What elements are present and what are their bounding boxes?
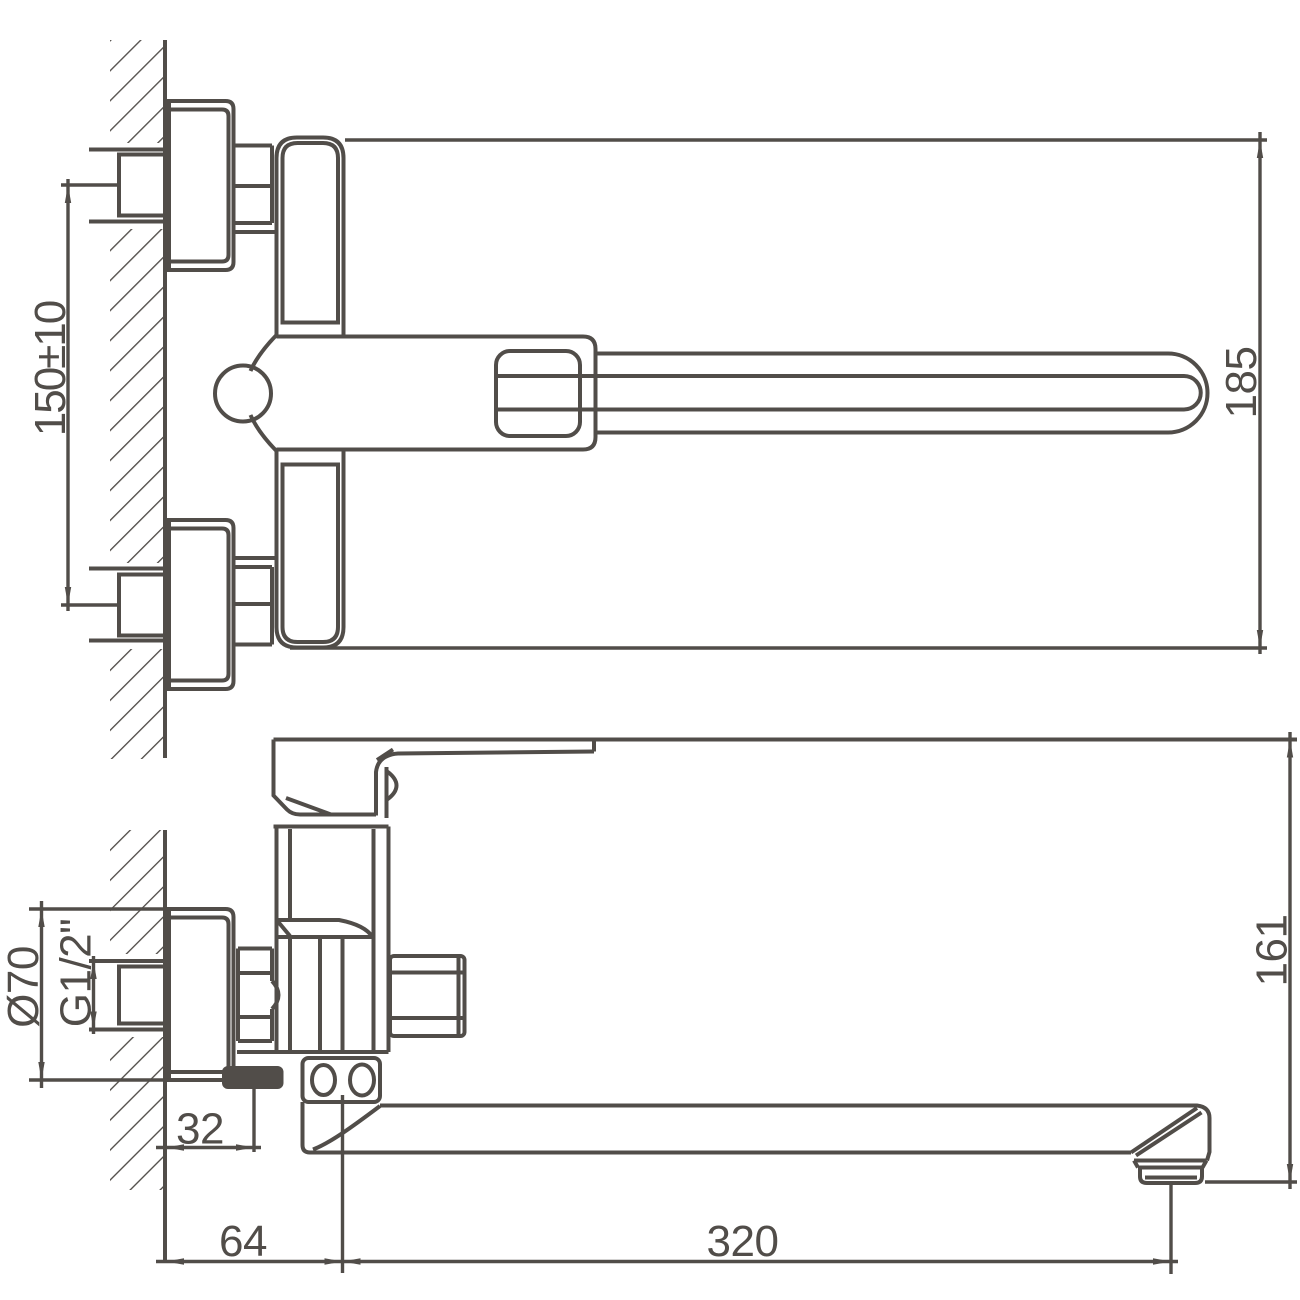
svg-text:185: 185: [1217, 347, 1266, 419]
svg-text:G1/2": G1/2": [52, 919, 101, 1028]
svg-text:161: 161: [1248, 915, 1297, 987]
svg-text:64: 64: [219, 1217, 267, 1266]
svg-text:32: 32: [176, 1105, 224, 1154]
svg-text:Ø70: Ø70: [0, 946, 48, 1028]
svg-text:320: 320: [707, 1217, 779, 1266]
svg-text:150±10: 150±10: [26, 301, 75, 436]
